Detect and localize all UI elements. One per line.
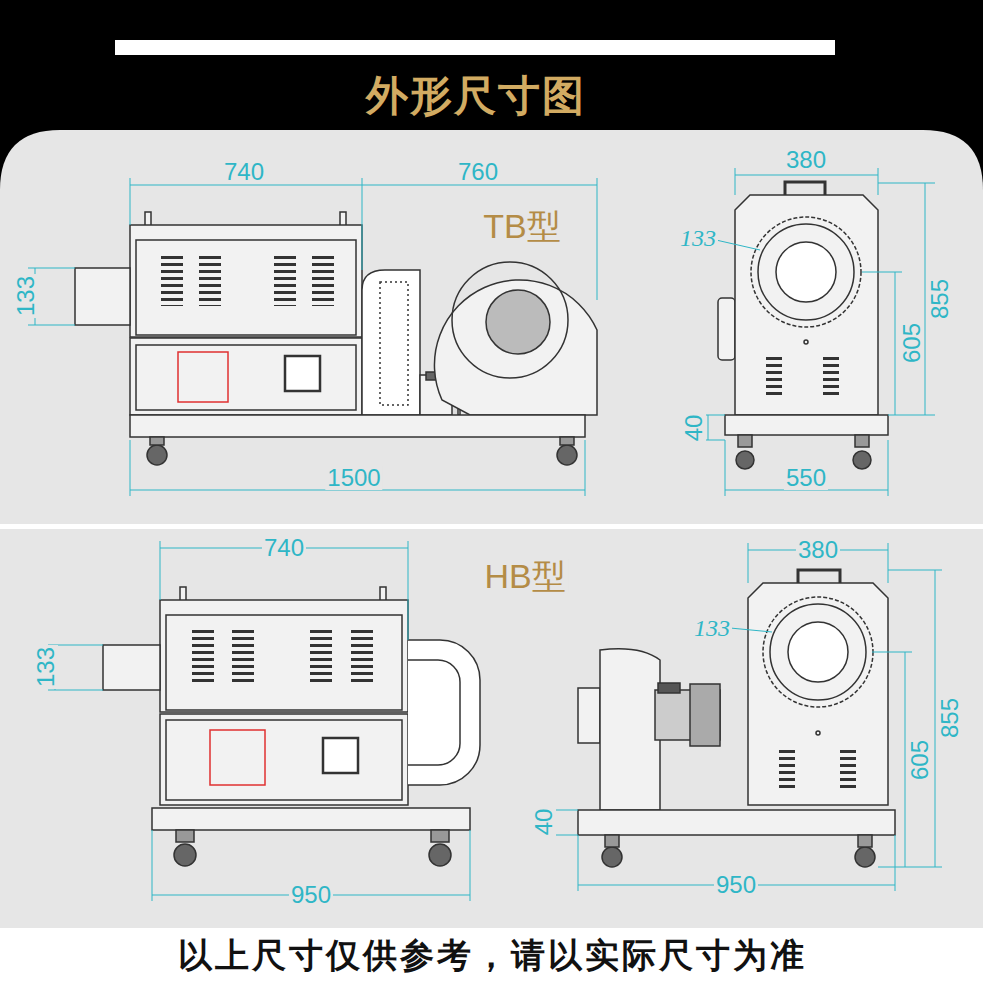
tb-side-vents: [172, 256, 323, 306]
hb-side-vents: [203, 630, 362, 682]
hb-front-view: [578, 570, 895, 867]
dimension-value: 740: [262, 536, 306, 560]
model-name: HB型: [481, 559, 568, 593]
dimension-value: 760: [456, 160, 500, 184]
dimension-value: 950: [714, 873, 758, 897]
dimension-value: 133: [678, 226, 718, 250]
page-title: 外形尺寸图: [366, 75, 586, 117]
dimension-value: 855: [938, 696, 962, 740]
dimension-value: 550: [784, 466, 828, 490]
dimension-value: 133: [34, 645, 58, 689]
dimension-value: 40: [682, 413, 706, 444]
divider: [0, 524, 983, 529]
grey-panel: [0, 130, 983, 928]
dimension-value: 380: [796, 538, 840, 562]
dimension-value: 855: [928, 277, 952, 321]
tb-front-view: [718, 182, 888, 469]
top-bar: [115, 40, 835, 55]
dimension-value: 605: [908, 738, 932, 782]
model-name: TB型: [480, 209, 563, 243]
dimension-value: 740: [222, 160, 266, 184]
tb-front-vents: [774, 357, 831, 395]
tb-side-view: [75, 212, 597, 465]
dimension-value: 605: [900, 321, 924, 365]
dimension-value: 40: [532, 807, 556, 838]
dimension-lines: [28, 168, 942, 901]
hb-front-vents: [787, 750, 848, 792]
dimension-value: 1500: [325, 466, 382, 490]
caption-note: 以上尺寸仅供参考，请以实际尺寸为准: [178, 938, 807, 972]
dimension-value: 133: [14, 274, 38, 318]
dimension-value: 133: [692, 616, 732, 640]
caption-strip: [0, 928, 983, 986]
hb-side-view: [103, 587, 480, 866]
dimension-value: 950: [289, 883, 333, 907]
dimension-value: 380: [784, 148, 828, 172]
